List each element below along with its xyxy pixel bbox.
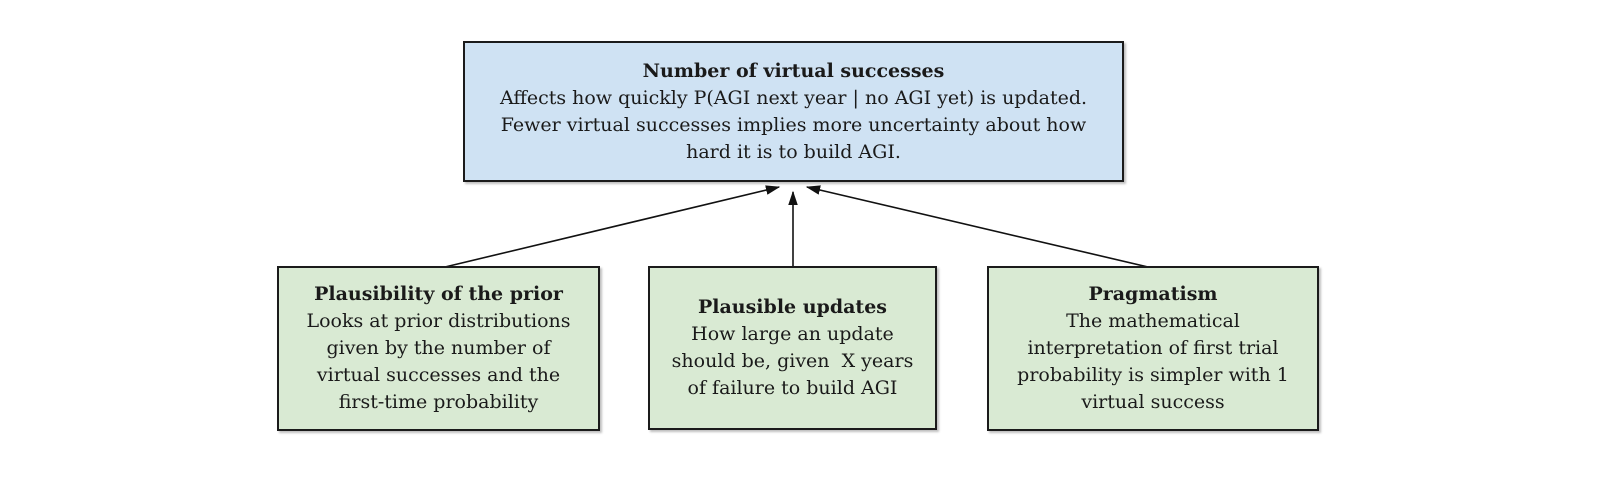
node-title: Plausibility of the prior	[314, 283, 563, 305]
node-body: The mathematical interpretation of first…	[1017, 310, 1289, 413]
arrow-right-to-top	[805, 185, 1149, 268]
node-pragmatism: Pragmatism The mathematical interpretati…	[987, 266, 1319, 431]
node-title: Pragmatism	[1088, 283, 1218, 305]
node-body: Looks at prior distributions given by th…	[306, 310, 571, 413]
node-plausible-updates: Plausible updates How large an update sh…	[648, 266, 937, 430]
node-title: Plausible updates	[697, 296, 887, 318]
node-body: How large an update should be, given X y…	[671, 323, 914, 399]
node-body: Affects how quickly P(AGI next year | no…	[499, 86, 1088, 163]
node-plausibility-of-the-prior: Plausibility of the prior Looks at prior…	[277, 266, 600, 431]
node-number-of-virtual-successes: Number of virtual successes Affects how …	[463, 41, 1124, 182]
arrow-left-to-top	[444, 185, 781, 268]
node-title: Number of virtual successes	[642, 59, 945, 82]
